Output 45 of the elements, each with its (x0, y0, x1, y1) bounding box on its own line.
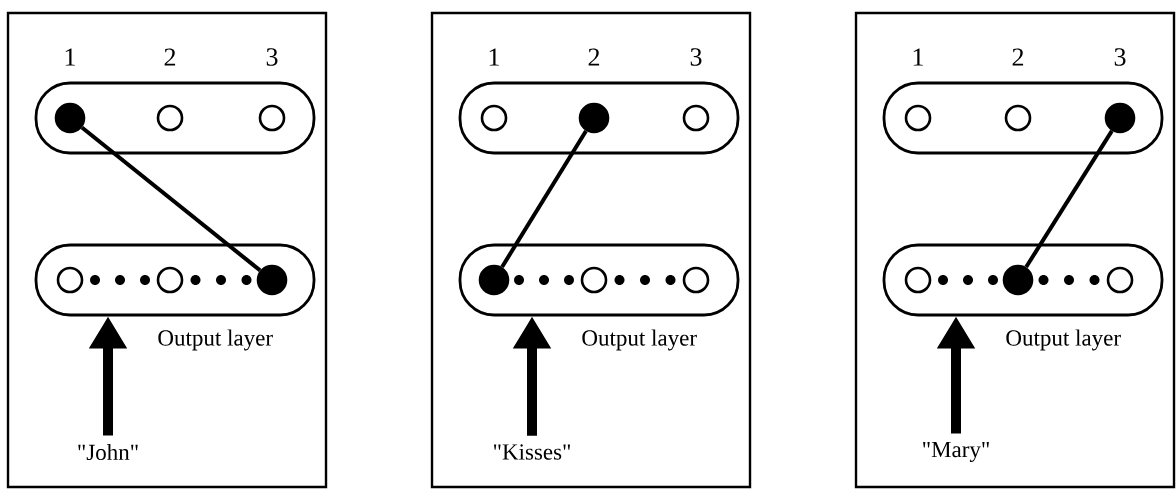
unit-circle (682, 104, 710, 132)
layer-label: Output layer (1006, 329, 1121, 351)
unit-number: 3 (690, 48, 702, 66)
connection-line (500, 129, 588, 269)
unit-circle (156, 104, 184, 132)
layer-pill (882, 243, 1164, 317)
unit-circle (904, 104, 932, 132)
unit-number: 1 (489, 48, 499, 66)
input-word: "Kisses" (494, 444, 570, 460)
layer-label: Output layer (582, 329, 697, 351)
layer-pill (458, 243, 740, 317)
unit-circle (1004, 104, 1032, 132)
layer-pill (34, 243, 316, 317)
panel-frame (854, 11, 1176, 489)
unit-number: 2 (588, 48, 600, 66)
unit-circle (904, 266, 932, 294)
filled-unit (1104, 102, 1136, 134)
unit-circle (480, 104, 508, 132)
filled-unit (54, 102, 86, 134)
panel-frame (6, 11, 328, 489)
unit-number: 1 (65, 48, 75, 66)
layer-pill (34, 81, 316, 155)
unit-circle (258, 104, 286, 132)
unit-number: 2 (1012, 48, 1024, 66)
layer-pill (882, 81, 1164, 155)
input-word: "John" (78, 443, 138, 461)
unit-number: 3 (266, 48, 278, 66)
connection-line (1024, 129, 1114, 269)
filled-unit (1002, 264, 1034, 296)
unit-circle (56, 266, 84, 294)
panel-frame (430, 11, 752, 489)
filled-unit (578, 102, 610, 134)
filled-unit (478, 264, 510, 296)
connection-line (80, 126, 262, 272)
input-word: "Mary" (923, 442, 989, 462)
unit-circle (682, 266, 710, 294)
unit-number: 1 (913, 48, 923, 66)
unit-circle (580, 266, 608, 294)
unit-number: 3 (1114, 48, 1126, 66)
filled-unit (256, 264, 288, 296)
unit-number: 2 (164, 48, 176, 66)
unit-circle (1106, 266, 1134, 294)
unit-circle (156, 266, 184, 294)
layer-label: Output layer (158, 329, 273, 351)
layer-pill (458, 81, 740, 155)
